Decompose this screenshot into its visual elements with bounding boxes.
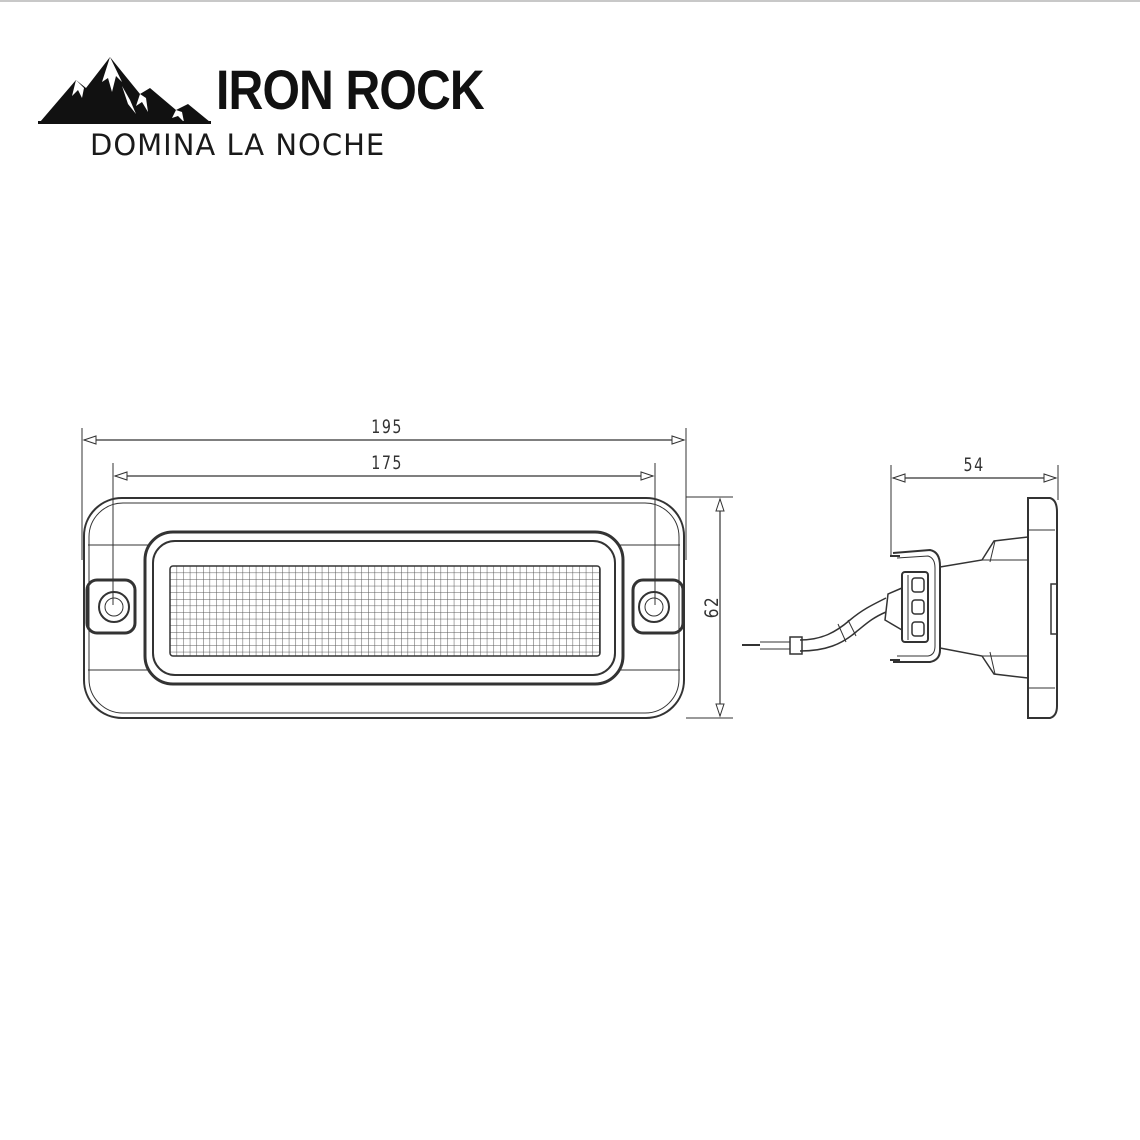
- brand-tagline: DOMINA LA NOCHE: [90, 128, 386, 162]
- top-border-rule: [0, 0, 1140, 2]
- dimension-hole-spacing: 175: [371, 452, 403, 474]
- dimension-height: 62: [701, 595, 724, 619]
- dimension-overall-width: 195: [371, 416, 403, 438]
- brand-logo: IRON ROCK DOMINA LA NOCHE: [38, 52, 498, 167]
- dimension-depth: 54: [963, 454, 985, 476]
- front-view: [81, 428, 733, 719]
- mountain-icon: [38, 57, 211, 124]
- brand-name: IRON ROCK: [216, 58, 485, 121]
- side-view: [742, 465, 1059, 719]
